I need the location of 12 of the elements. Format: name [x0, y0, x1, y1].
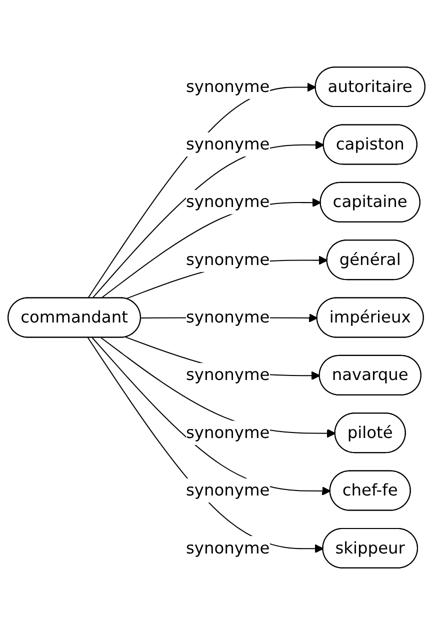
- edge-label: synonyme: [186, 538, 270, 558]
- edge-label: synonyme: [186, 192, 270, 212]
- arrow: [92, 140, 324, 299]
- edge-label: synonyme: [186, 250, 270, 269]
- edge-label: synonyme: [186, 307, 270, 327]
- arrow: [100, 198, 322, 299]
- edge-label: synonyme: [186, 76, 270, 96]
- edge-label: synonyme: [186, 422, 270, 442]
- edge-label: synonyme: [186, 134, 270, 154]
- edge-label: synonyme: [186, 480, 270, 500]
- arrow: [87, 82, 316, 299]
- edge-label: synonyme: [186, 365, 270, 384]
